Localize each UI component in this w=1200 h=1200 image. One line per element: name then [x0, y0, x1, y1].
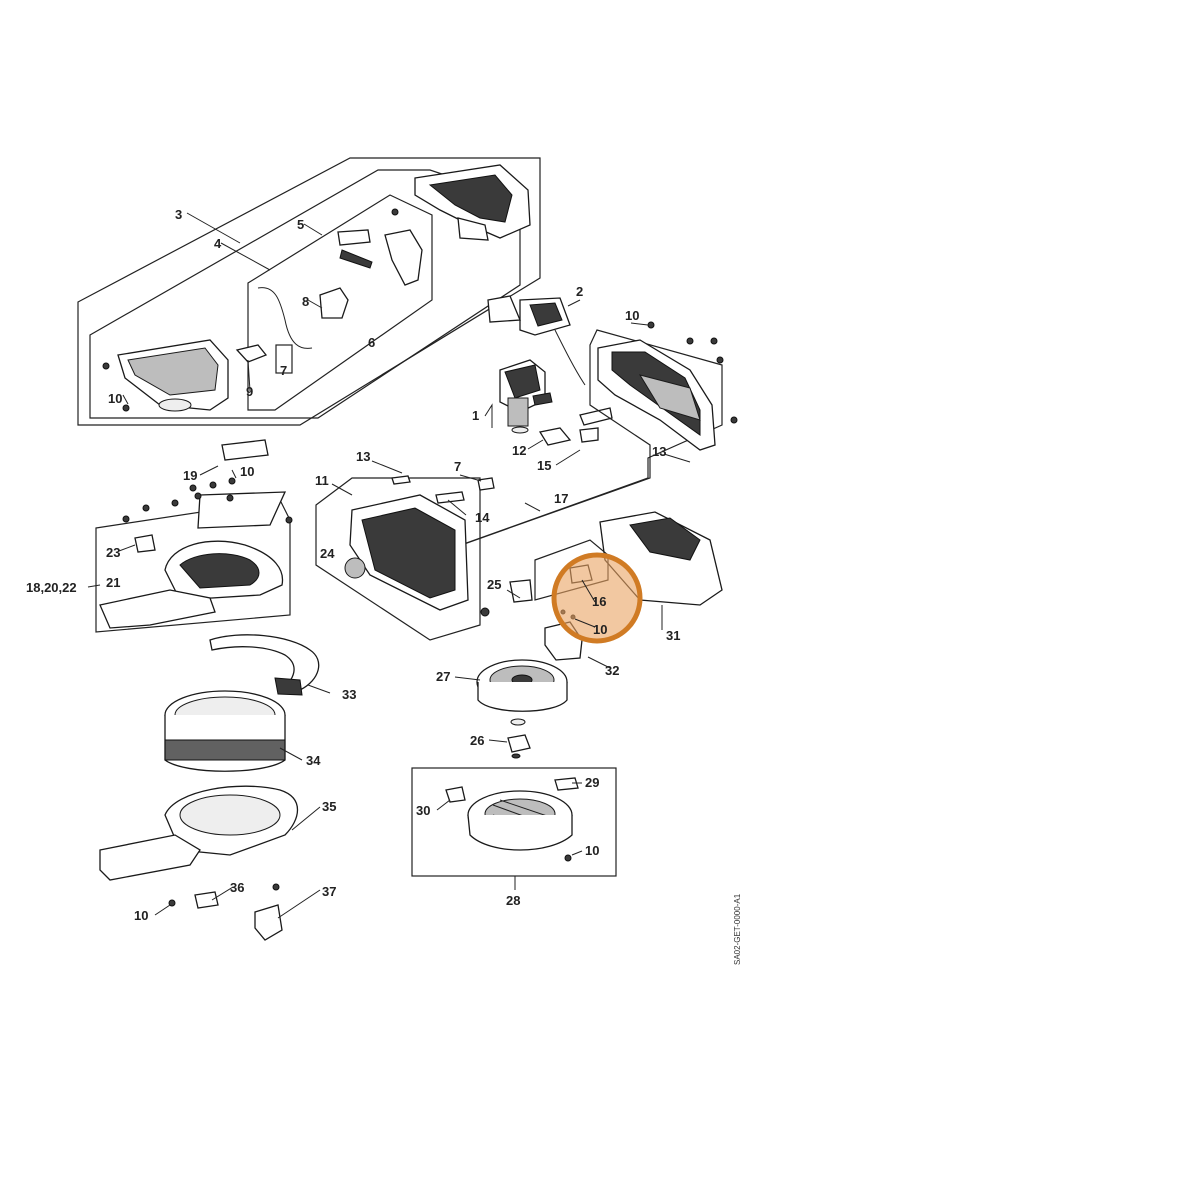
label-2: 2	[576, 284, 583, 299]
label-18-20-22: 18,20,22	[26, 580, 77, 595]
label-10c: 10	[625, 308, 639, 323]
label-28: 28	[506, 893, 520, 908]
screws-housing	[102, 208, 399, 412]
label-9: 9	[246, 384, 253, 399]
screws-left	[122, 477, 293, 524]
label-14: 14	[475, 510, 490, 525]
label-11: 11	[315, 473, 329, 488]
label-13b: 13	[652, 444, 666, 459]
volute-ring	[164, 690, 286, 772]
label-12: 12	[512, 443, 526, 458]
label-36: 36	[230, 880, 244, 895]
label-13a: 13	[356, 449, 370, 464]
label-24: 24	[320, 546, 335, 561]
label-32: 32	[605, 663, 619, 678]
trigger-parts	[235, 229, 423, 374]
label-34: 34	[306, 753, 321, 768]
label-31: 31	[666, 628, 680, 643]
motor-housing-center	[315, 475, 495, 641]
label-7a: 7	[280, 363, 287, 378]
motor-bracket	[538, 407, 613, 446]
label-4: 4	[214, 236, 222, 251]
label-7b: 7	[454, 459, 461, 474]
bracket-37	[254, 904, 283, 941]
label-10f: 10	[134, 908, 148, 923]
label-1: 1	[472, 408, 479, 423]
label-33: 33	[342, 687, 356, 702]
label-16: 16	[592, 594, 606, 609]
handle-housing-front	[117, 339, 229, 412]
right-housing-frame	[404, 329, 723, 566]
label-26: 26	[470, 733, 484, 748]
label-10a: 10	[108, 391, 122, 406]
air-filter-frame	[411, 767, 617, 877]
label-35: 35	[322, 799, 336, 814]
label-10e: 10	[585, 843, 599, 858]
label-27: 27	[436, 669, 450, 684]
label-17: 17	[554, 491, 568, 506]
screws-right	[647, 321, 738, 424]
label-10b: 10	[240, 464, 254, 479]
label-19: 19	[183, 468, 197, 483]
label-8: 8	[302, 294, 309, 309]
label-21: 21	[106, 575, 120, 590]
switch	[487, 295, 586, 386]
label-23: 23	[106, 545, 120, 560]
label-3: 3	[175, 207, 182, 222]
label-37: 37	[322, 884, 336, 899]
handle-housing-rear	[414, 164, 531, 241]
label-6: 6	[368, 335, 375, 350]
lower-housing	[99, 785, 298, 909]
fan-impeller	[476, 659, 568, 712]
fan-nut-26	[507, 718, 531, 759]
label-30: 30	[416, 803, 430, 818]
callout-labels: 1 2 3 4 5 6 7 7 8 9 10 10 10 10 10 10 11…	[26, 207, 680, 923]
label-29: 29	[585, 775, 599, 790]
blower-tube	[209, 634, 320, 696]
blower-housing-left	[95, 439, 291, 633]
drawing-code: SA02-GET-0000-A1	[733, 893, 742, 965]
label-5: 5	[297, 217, 304, 232]
label-25: 25	[487, 577, 501, 592]
leader-lines	[87, 299, 691, 919]
label-15: 15	[537, 458, 551, 473]
label-10d: 10	[593, 622, 607, 637]
housing-assembly-frame	[77, 157, 541, 426]
motor	[499, 359, 553, 434]
